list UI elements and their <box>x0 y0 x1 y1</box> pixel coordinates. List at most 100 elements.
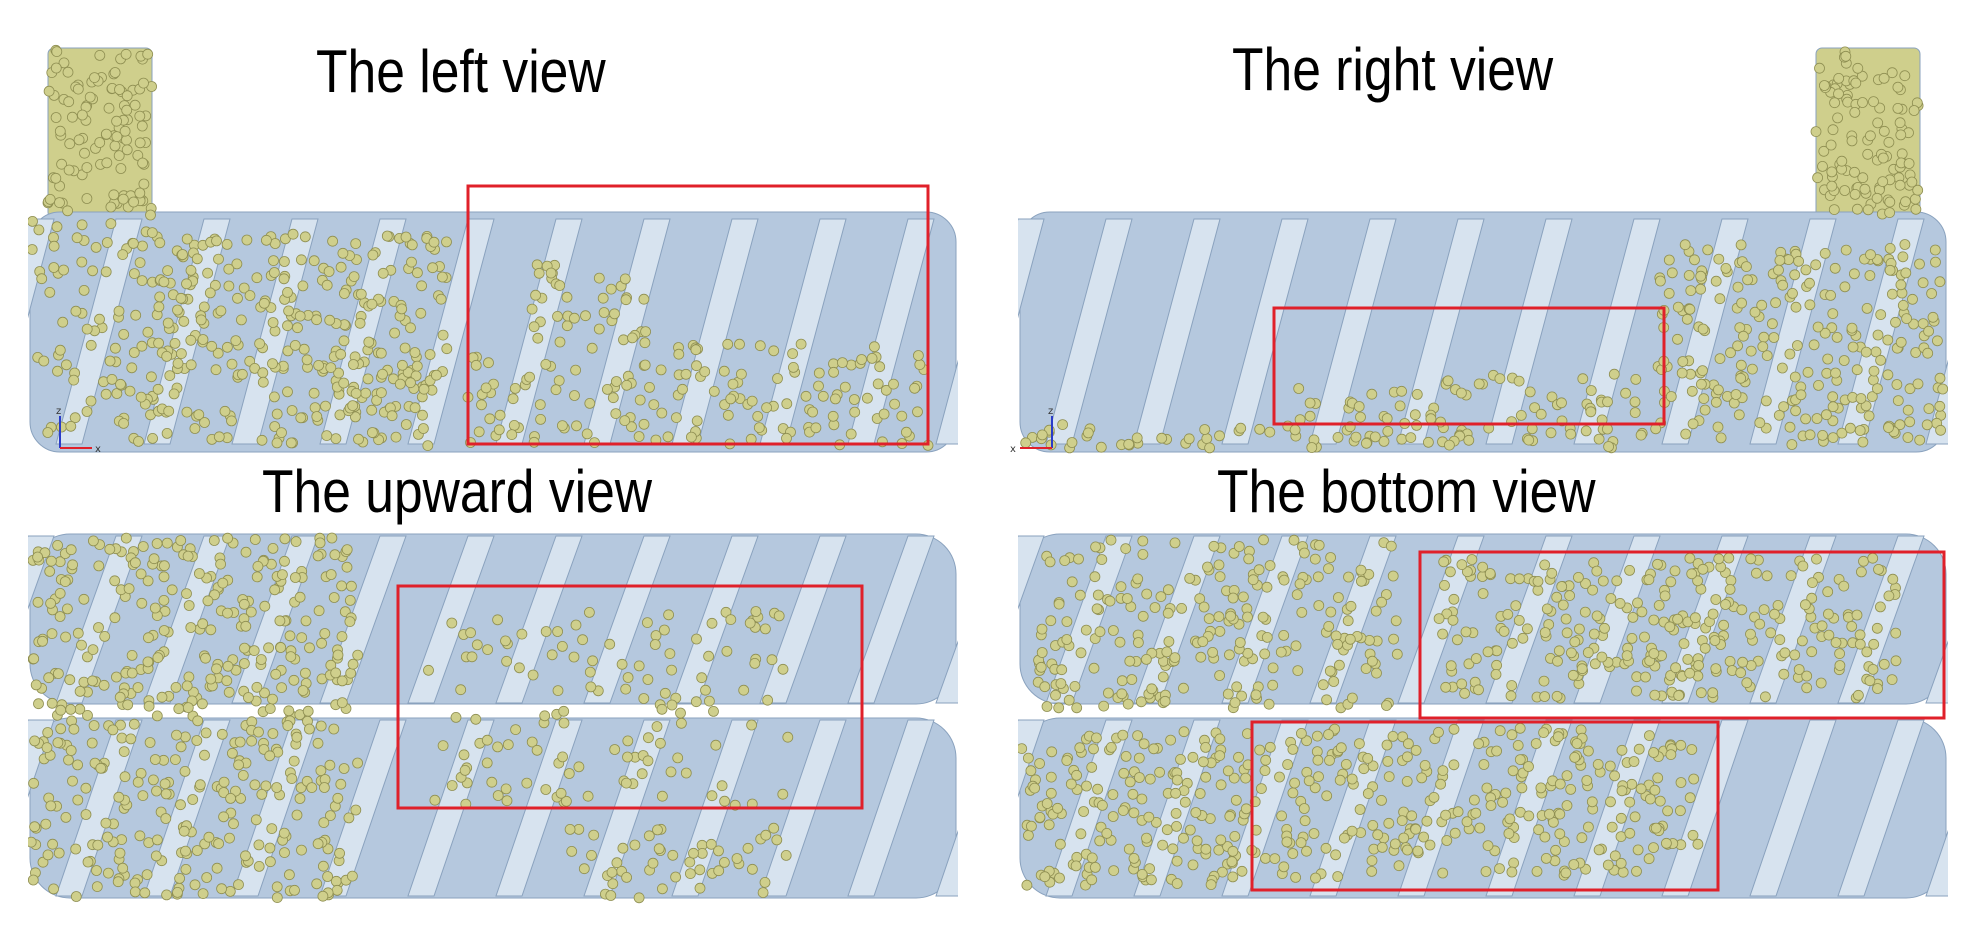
particle <box>1176 603 1188 614</box>
particle <box>180 863 192 875</box>
particle <box>1884 264 1896 276</box>
bottom-view-panel <box>1018 528 1948 908</box>
particle <box>338 288 350 299</box>
particle <box>210 364 222 376</box>
particle <box>264 703 276 715</box>
particle <box>104 355 116 367</box>
particle <box>1222 765 1234 777</box>
particle <box>143 632 154 644</box>
particle <box>1157 839 1169 851</box>
particle <box>1478 759 1490 770</box>
particle <box>657 883 668 895</box>
particle <box>1144 863 1156 875</box>
particle <box>1468 794 1480 806</box>
particle <box>1871 622 1883 634</box>
particle <box>1662 805 1673 817</box>
particle <box>874 361 886 373</box>
particle <box>191 735 203 746</box>
particle <box>181 233 193 245</box>
particle <box>194 779 206 791</box>
particle <box>68 723 80 735</box>
particle <box>134 257 146 269</box>
particle <box>1264 741 1276 753</box>
particle <box>1857 436 1869 448</box>
particle <box>1900 196 1911 208</box>
particle <box>1481 782 1493 794</box>
particle <box>1346 825 1358 837</box>
particle <box>1545 427 1557 439</box>
particle <box>437 740 449 752</box>
particle <box>312 550 324 562</box>
particle <box>1288 534 1300 546</box>
particle <box>1829 262 1841 274</box>
particle <box>318 817 330 829</box>
particle <box>659 687 671 699</box>
particle <box>1685 285 1697 297</box>
particle <box>552 685 564 697</box>
particle <box>914 359 926 371</box>
particle <box>1470 653 1482 664</box>
particle <box>279 847 290 859</box>
particle <box>248 645 260 656</box>
particle <box>1264 560 1276 571</box>
particle <box>1760 395 1772 407</box>
particle <box>1826 180 1838 192</box>
particle <box>156 691 168 703</box>
particle <box>296 844 307 856</box>
particle <box>336 697 348 709</box>
particle <box>126 650 138 661</box>
particle <box>1410 744 1422 756</box>
particle <box>611 376 622 387</box>
particle <box>526 736 538 748</box>
particle <box>1903 158 1915 169</box>
particle <box>1539 559 1551 571</box>
particle <box>1902 432 1914 443</box>
particle <box>1321 694 1333 706</box>
particle <box>1867 663 1879 675</box>
particle <box>1568 859 1580 870</box>
screw-flight <box>847 719 935 897</box>
particle <box>585 681 597 693</box>
particle <box>128 347 140 358</box>
particle <box>1778 668 1790 680</box>
particle <box>1276 810 1288 822</box>
particle <box>330 433 342 445</box>
particle <box>1917 277 1929 289</box>
particle <box>118 746 130 758</box>
particle <box>1857 172 1869 184</box>
particle <box>1901 313 1912 325</box>
particle <box>328 592 340 603</box>
x-axis-label: x <box>95 444 101 455</box>
particle <box>251 571 263 583</box>
particle <box>1827 308 1839 320</box>
particle <box>644 381 655 393</box>
particle <box>607 392 619 404</box>
particle <box>1267 679 1279 691</box>
particle <box>546 649 558 661</box>
particle <box>1808 339 1820 351</box>
particle <box>267 728 279 739</box>
particle <box>112 876 124 888</box>
particle <box>1797 635 1808 647</box>
particle <box>269 421 281 432</box>
particle <box>196 698 208 710</box>
particle <box>1851 364 1863 376</box>
particle <box>516 628 528 640</box>
particle <box>163 405 175 417</box>
particle <box>133 435 144 447</box>
particle <box>86 737 98 749</box>
particle <box>1207 647 1219 658</box>
particle <box>174 872 186 884</box>
particle <box>1551 690 1563 702</box>
particle <box>1292 665 1304 677</box>
screw-flight <box>847 535 935 704</box>
particle <box>1345 600 1357 612</box>
particle <box>1672 301 1684 313</box>
particle <box>706 617 718 629</box>
particle <box>1849 166 1860 178</box>
title-bottom-view: The bottom view <box>1217 458 1596 525</box>
particle <box>639 359 651 371</box>
screw-flight <box>55 535 143 704</box>
particle <box>849 406 861 418</box>
particle <box>1228 772 1240 784</box>
